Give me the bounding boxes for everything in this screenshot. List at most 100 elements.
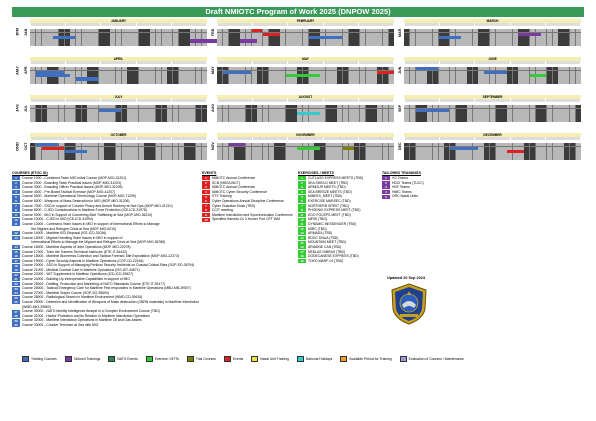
day-cell[interactable] [409,70,416,74]
day-cell[interactable] [190,143,196,147]
day-cell[interactable] [110,32,116,36]
day-cell[interactable] [444,146,450,150]
day-cell[interactable] [53,105,59,109]
day-cell[interactable] [478,70,484,74]
day-cell[interactable] [87,36,93,40]
day-cell[interactable] [285,67,291,71]
day-cell[interactable] [455,153,461,157]
day-cell[interactable] [432,32,438,36]
day-cell[interactable] [234,77,240,81]
day-cell[interactable] [575,29,581,33]
day-cell[interactable] [472,74,478,78]
day-cell[interactable] [461,150,467,154]
day-cell[interactable] [161,156,167,160]
day-cell[interactable] [546,143,553,147]
day-cell[interactable] [529,70,536,74]
day-cell[interactable] [93,156,99,160]
day-cell[interactable] [138,108,144,112]
day-cell[interactable] [512,36,518,40]
day-cell[interactable] [302,80,309,84]
day-cell[interactable] [331,150,337,154]
day-cell[interactable] [268,67,274,71]
day-cell[interactable] [558,115,564,119]
day-cell[interactable] [342,70,349,74]
day-cell[interactable] [222,118,229,122]
day-cell[interactable] [87,150,93,154]
day-cell[interactable] [302,143,309,147]
day-cell[interactable] [161,112,167,116]
day-cell[interactable] [195,36,202,40]
day-cell[interactable] [195,108,202,112]
day-cell[interactable] [331,153,337,157]
day-cell[interactable] [472,153,478,157]
day-cell[interactable] [190,42,196,46]
day-cell[interactable] [195,150,202,154]
day-cell[interactable] [512,156,518,160]
day-cell[interactable] [104,146,110,150]
day-cell[interactable] [529,143,536,147]
day-cell[interactable] [104,39,110,43]
day-cell[interactable] [172,74,179,78]
day-cell[interactable] [489,156,496,160]
day-cell[interactable] [552,70,558,74]
day-cell[interactable] [184,70,190,74]
day-cell[interactable] [201,146,207,150]
day-cell[interactable] [93,70,99,74]
day-cell[interactable] [104,74,110,78]
day-cell[interactable] [98,115,104,119]
day-cell[interactable] [421,105,427,109]
day-cell[interactable] [359,29,366,33]
day-cell[interactable] [569,39,576,43]
day-cell[interactable] [314,42,320,46]
day-cell[interactable] [190,80,196,84]
day-cell[interactable] [421,118,427,122]
day-cell[interactable] [518,39,524,43]
day-cell[interactable] [64,112,70,116]
day-cell[interactable] [172,108,179,112]
day-cell[interactable] [320,115,326,119]
day-cell[interactable] [144,108,150,112]
day-cell[interactable] [354,118,360,122]
day-cell[interactable] [228,42,234,46]
day-cell[interactable] [184,115,190,119]
day-cell[interactable] [155,150,162,154]
day-cell[interactable] [382,115,389,119]
day-cell[interactable] [558,29,564,33]
day-cell[interactable] [484,115,490,119]
day-cell[interactable] [150,74,156,78]
day-cell[interactable] [98,36,104,40]
day-cell[interactable] [489,80,496,84]
day-cell[interactable] [438,143,444,147]
day-cell[interactable] [30,80,36,84]
day-cell[interactable] [138,36,144,40]
day-cell[interactable] [382,74,389,78]
day-cell[interactable] [144,80,150,84]
day-cell[interactable] [552,36,558,40]
day-cell[interactable] [421,29,427,33]
day-cell[interactable] [535,108,541,112]
day-cell[interactable] [81,143,87,147]
day-cell[interactable] [342,115,349,119]
day-cell[interactable] [524,108,530,112]
day-cell[interactable] [274,39,280,43]
day-cell[interactable] [172,32,179,36]
day-cell[interactable] [427,150,433,154]
day-cell[interactable] [501,67,507,71]
day-cell[interactable] [314,118,320,122]
day-cell[interactable] [93,39,99,43]
day-cell[interactable] [388,39,394,43]
day-cell[interactable] [274,153,280,157]
day-cell[interactable] [184,108,190,112]
day-cell[interactable] [138,150,144,154]
day-cell[interactable] [222,146,229,150]
day-cell[interactable] [127,39,133,43]
day-cell[interactable] [64,29,70,33]
day-cell[interactable] [297,108,303,112]
day-cell[interactable] [81,115,87,119]
day-cell[interactable] [314,143,320,147]
day-cell[interactable] [115,29,122,33]
day-cell[interactable] [455,105,461,109]
day-cell[interactable] [320,108,326,112]
day-cell[interactable] [507,156,513,160]
day-cell[interactable] [150,153,156,157]
